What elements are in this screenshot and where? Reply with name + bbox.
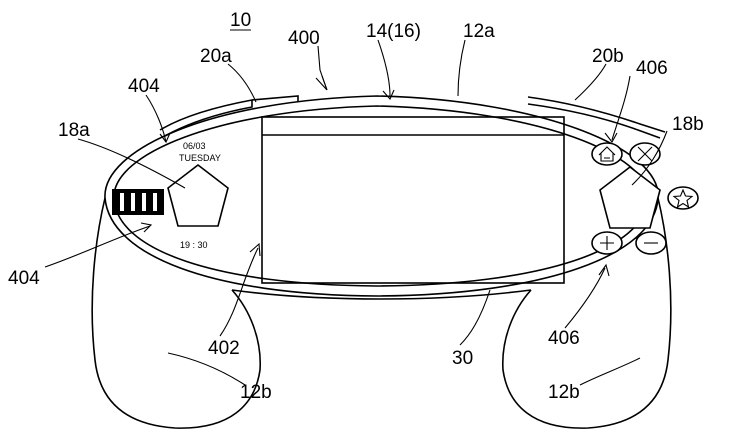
label-14-16: 14(16): [366, 21, 421, 42]
day-text: TUESDAY: [179, 153, 221, 163]
label-10: 10: [230, 10, 251, 31]
label-18b: 18b: [672, 114, 704, 135]
time-text: 19 : 30: [180, 240, 208, 250]
left-bumper-top: [251, 95, 299, 102]
label-400: 400: [288, 28, 320, 49]
date-text: 06/03: [183, 141, 206, 151]
right-stick-pentagon-icon[interactable]: [599, 165, 661, 229]
label-18a: 18a: [58, 120, 90, 141]
close-icon[interactable]: [629, 142, 661, 166]
left-grip: [91, 197, 261, 429]
label-402: 402: [208, 338, 240, 359]
leader-lines: [44, 39, 668, 386]
right-grip: [502, 197, 672, 429]
home-icon[interactable]: [591, 142, 623, 166]
battery-icon: [112, 189, 164, 215]
label-12a: 12a: [463, 21, 495, 42]
label-30: 30: [452, 348, 473, 369]
right-bumper-inner: [527, 103, 661, 139]
left-bumper: [159, 99, 253, 137]
label-20a: 20a: [200, 46, 232, 67]
star-icon[interactable]: [667, 186, 699, 210]
label-12b-right: 12b: [548, 382, 580, 403]
display-screen: [261, 116, 565, 284]
label-406-bottom: 406: [548, 328, 580, 349]
minus-icon[interactable]: [635, 231, 667, 255]
lower-housing-edge: [231, 289, 532, 300]
label-20b: 20b: [592, 46, 624, 67]
label-404-top: 404: [128, 76, 160, 97]
plus-icon[interactable]: [591, 231, 623, 255]
right-bumper-outer: [527, 96, 666, 133]
label-404-side: 404: [8, 268, 40, 289]
label-406-top: 406: [636, 58, 668, 79]
left-stick-pentagon-icon[interactable]: [167, 163, 229, 227]
label-12b-left: 12b: [240, 382, 272, 403]
